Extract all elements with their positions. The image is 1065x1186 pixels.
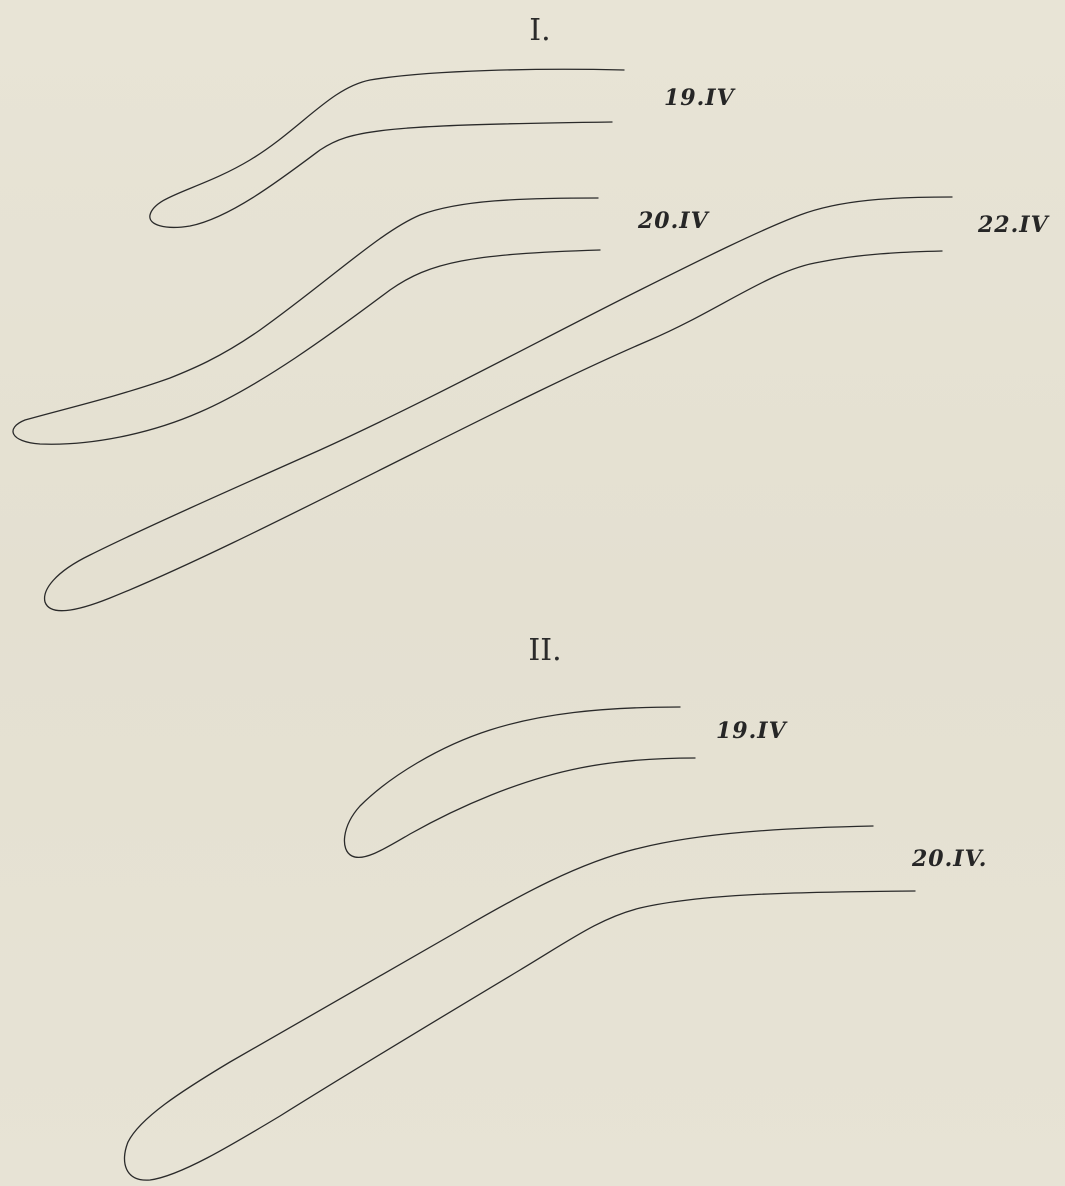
figure-1-outline-19-iv [150,69,624,227]
figure-1-outline-22-iv [45,197,952,611]
figure-1-label-19-iv: 19.IV [664,85,736,111]
figure-1-label-20-iv: 20.IV [637,208,710,234]
figure-1-numeral: I. [529,13,550,48]
figure-2-label-19-iv: 19.IV [716,718,788,744]
figure-1: I. 19.IV 20.IV 22.IV [13,13,1050,611]
figure-2-outline-20-iv [124,826,915,1180]
figure-2-label-20-iv: 20.IV. [911,846,987,872]
figure-1-label-22-iv: 22.IV [977,212,1050,238]
figure-2: II. 19.IV 20.IV. [124,633,987,1180]
figure-1-outline-20-iv [13,198,600,444]
figure-2-numeral: II. [528,633,561,668]
figure-2-outline-19-iv [344,707,695,857]
